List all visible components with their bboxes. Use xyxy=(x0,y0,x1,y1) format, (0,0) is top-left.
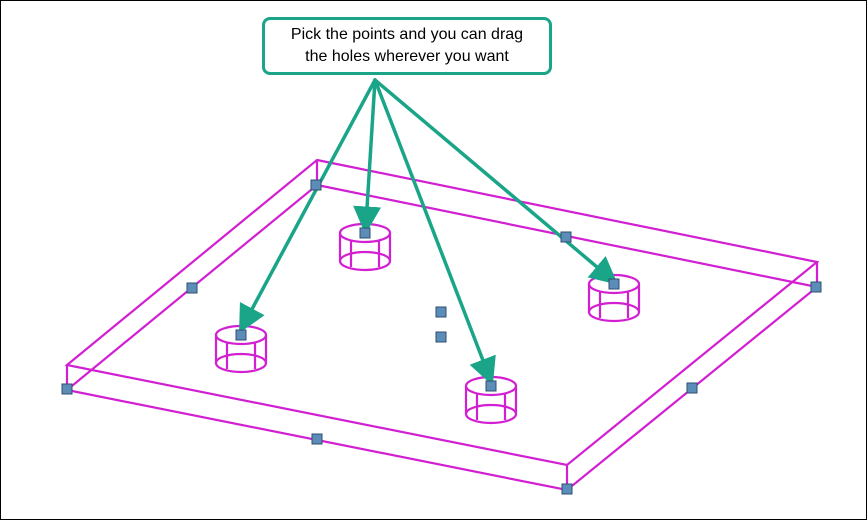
grip-plate-front-left-mid[interactable] xyxy=(311,433,323,445)
grip-points[interactable] xyxy=(61,179,822,495)
grip-plate-back-corner[interactable] xyxy=(310,179,322,191)
arrow-to-hole-back xyxy=(353,78,382,235)
arrow-to-hole-front xyxy=(373,78,496,386)
grip-hole-left[interactable] xyxy=(235,329,247,341)
arrow-to-hole-left xyxy=(239,78,377,334)
callout-line-2: the holes wherever you want xyxy=(305,48,509,65)
grip-hole-back[interactable] xyxy=(359,227,371,239)
plate-solid xyxy=(64,158,820,492)
grip-plate-center-bottom[interactable] xyxy=(435,331,447,343)
grip-plate-back-right-mid[interactable] xyxy=(560,231,572,243)
grip-plate-right-corner[interactable] xyxy=(810,281,822,293)
callout-line-1: Pick the points and you can drag xyxy=(290,26,524,43)
grip-hole-right[interactable] xyxy=(608,278,620,290)
grip-plate-back-left-mid[interactable] xyxy=(186,282,198,294)
grip-plate-front-corner[interactable] xyxy=(561,483,573,495)
grip-plate-center-top[interactable] xyxy=(435,306,447,318)
instruction-callout: Pick the points and you can drag the hol… xyxy=(262,17,552,75)
grip-plate-front-right-mid[interactable] xyxy=(686,382,698,394)
callout-arrows xyxy=(239,78,619,386)
hole-right[interactable] xyxy=(587,273,641,323)
grip-hole-front[interactable] xyxy=(485,380,497,392)
grip-plate-left-corner[interactable] xyxy=(61,383,73,395)
arrow-to-hole-right xyxy=(373,78,619,285)
